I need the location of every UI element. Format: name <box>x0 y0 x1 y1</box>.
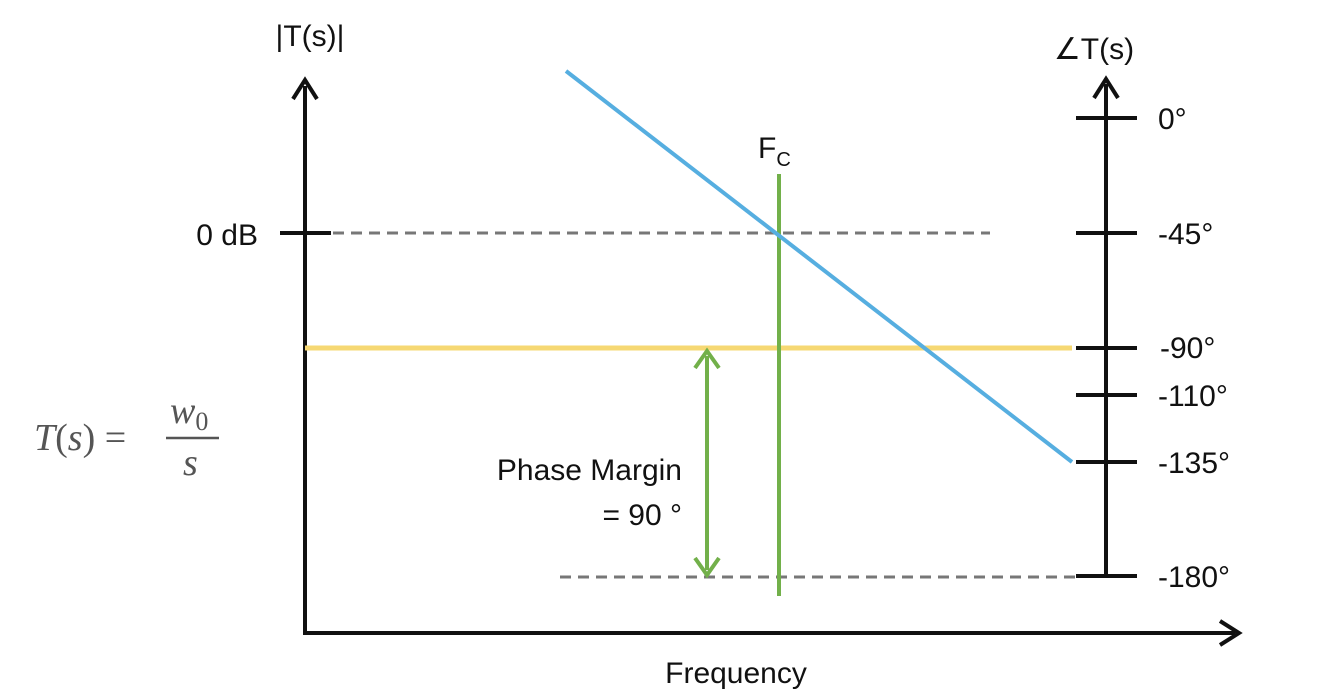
phase-tick-label-135: -135° <box>1158 447 1230 480</box>
frequency-axis <box>303 619 1243 647</box>
phase-tick-label-45: -45° <box>1158 218 1213 251</box>
phase-tick-label-0: 0° <box>1158 103 1187 136</box>
phase-axis-label: ∠T(s) <box>1054 33 1134 66</box>
svg-text:s: s <box>183 442 198 484</box>
magnitude-response-line <box>564 69 1074 464</box>
magnitude-axis-label: |T(s)| <box>276 20 345 53</box>
phase-tick-label-110: -110° <box>1158 380 1228 413</box>
transfer-function-equation: T(s) = w0 s <box>34 390 219 484</box>
phase-tick-label-90: -90° <box>1160 332 1215 365</box>
phase-margin-label-line2: = 90 ° <box>602 499 682 532</box>
phase-margin-arrow <box>693 347 721 579</box>
phase-margin-label-line1: Phase Margin <box>497 454 682 487</box>
svg-text:T(s) =: T(s) = <box>34 417 126 459</box>
svg-text:w0: w0 <box>170 390 208 436</box>
frequency-axis-label: Frequency <box>665 657 807 689</box>
phase-tick-label-180: -180° <box>1158 561 1230 594</box>
zero-db-label: 0 dB <box>196 219 258 252</box>
crossover-frequency-label: FC <box>758 132 791 171</box>
magnitude-axis <box>280 76 331 635</box>
phase-axis <box>1076 75 1137 578</box>
